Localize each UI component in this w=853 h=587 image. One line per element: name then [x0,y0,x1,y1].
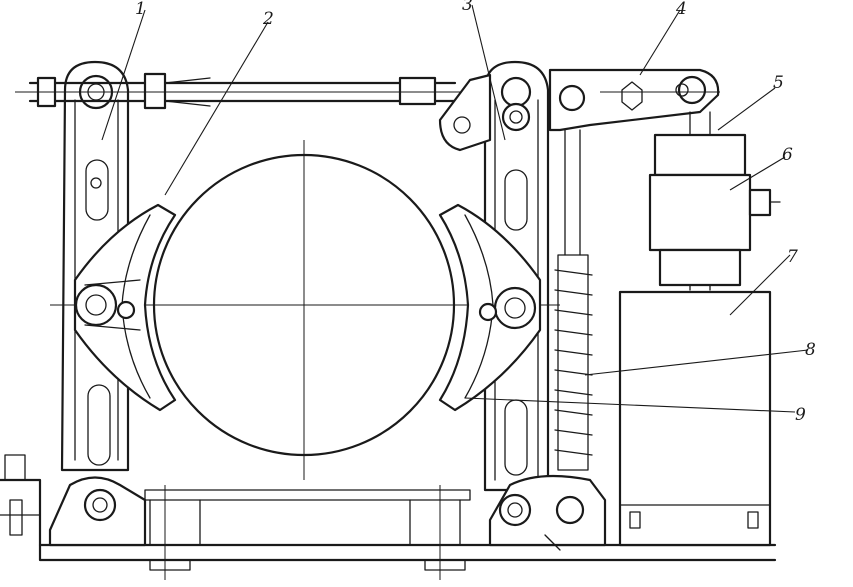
callout-7: 7 [787,247,798,267]
left-brake-shoe [73,203,177,412]
thruster-head [648,111,781,291]
hydraulic-thruster-cylinder [618,290,772,547]
right-lower-bracket [488,474,607,551]
left-lower-bracket [48,476,147,547]
callout-4: 4 [675,0,687,19]
tie-rod [15,72,470,110]
callout-labels: 1 2 3 4 5 6 7 8 9 [135,0,816,425]
leader-lines [101,4,809,413]
callout-8: 8 [805,340,816,360]
callout-2: 2 [262,9,274,29]
callout-1: 1 [135,0,146,19]
callout-9: 9 [795,405,806,425]
callout-3: 3 [462,0,473,15]
left-anchor-bolt [0,454,42,547]
callout-5: 5 [773,73,784,93]
spring-column [554,129,593,471]
right-brake-shoe [438,203,542,412]
callout-6: 6 [782,145,793,165]
rocker-arm [548,68,720,132]
